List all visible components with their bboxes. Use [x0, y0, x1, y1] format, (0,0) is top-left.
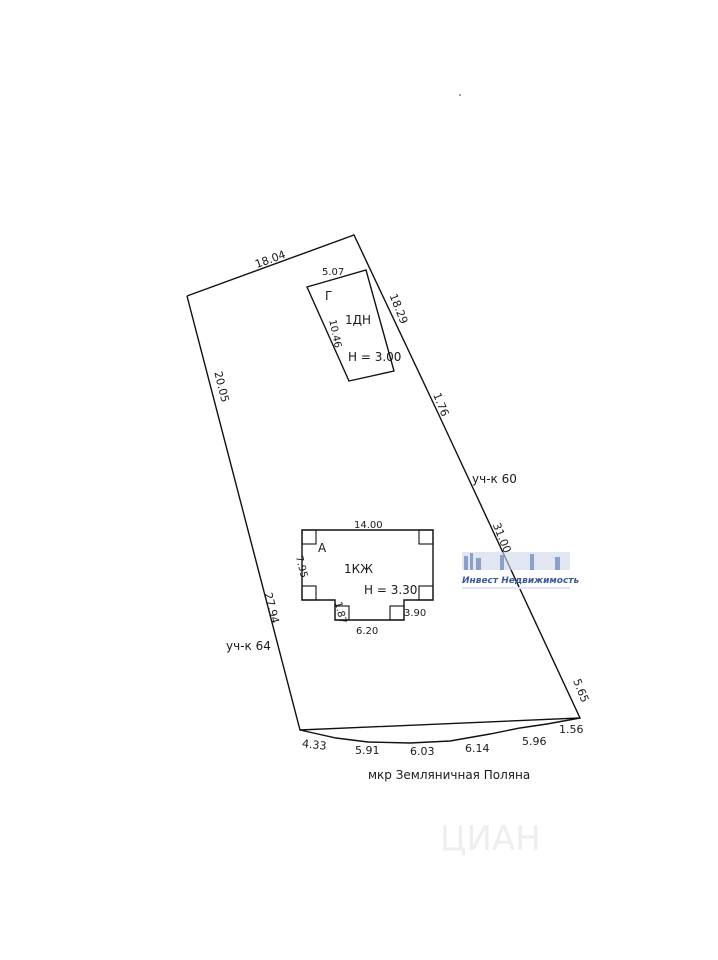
- house-building: 14.00 7.95 1.87 6.20 3.90 А 1КЖ H = 3.30: [293, 520, 434, 637]
- house-bottom-label: 6.20: [356, 626, 378, 637]
- house-height: H = 3.30: [364, 583, 417, 597]
- label-bottom-2: 5.91: [355, 744, 380, 757]
- house-notch-corner-l: [334, 605, 350, 621]
- neighbor-left: уч-к 64: [226, 639, 271, 653]
- garage-letter: Г: [325, 289, 332, 303]
- label-bottom-4: 6.14: [465, 742, 490, 755]
- house-letter: А: [318, 541, 327, 555]
- watermark: ЦИАН: [440, 819, 541, 859]
- label-corner-bottom-right: 1.56: [559, 723, 584, 736]
- house-top-label: 14.00: [354, 520, 383, 531]
- label-bottom-1: 4.33: [301, 737, 327, 752]
- label-right-lower: 31.00: [490, 521, 514, 555]
- garage-length-label: 10.46: [326, 319, 343, 349]
- house-notch-left-label: 1.87: [332, 601, 348, 625]
- label-left-lower: 27.94: [261, 591, 281, 625]
- garage-building: 5.07 10.46 Г 1ДН H = 3.00: [306, 267, 401, 382]
- garage-width-label: 5.07: [322, 267, 344, 278]
- label-right-upper: 18.29: [387, 292, 411, 326]
- plot-boundary: [186, 234, 582, 744]
- house-notch-corner-r: [389, 605, 405, 621]
- logo-text: Инвест Недвижимость: [462, 576, 579, 586]
- house-corner-tl: [301, 529, 317, 545]
- house-corner-br: [418, 585, 434, 601]
- house-corner-tr: [418, 529, 434, 545]
- label-bottom-3: 6.03: [410, 745, 435, 758]
- agency-logo: Инвест Недвижимость: [462, 552, 579, 589]
- house-code: 1КЖ: [344, 562, 373, 576]
- label-bottom-5: 5.96: [522, 735, 547, 748]
- label-top: 18.04: [253, 248, 287, 271]
- house-corner-bl: [301, 585, 317, 601]
- garage-height: H = 3.00: [348, 350, 401, 364]
- house-notch-right-label: 3.90: [404, 608, 426, 619]
- stray-dot: [459, 94, 461, 96]
- neighbor-right: уч-к 60: [472, 472, 517, 486]
- label-right-bottom: 5.65: [570, 677, 591, 705]
- neighbor-bottom: мкр Земляничная Поляна: [368, 768, 530, 782]
- house-left-label: 7.95: [293, 555, 309, 579]
- garage-code: 1ДН: [345, 313, 371, 327]
